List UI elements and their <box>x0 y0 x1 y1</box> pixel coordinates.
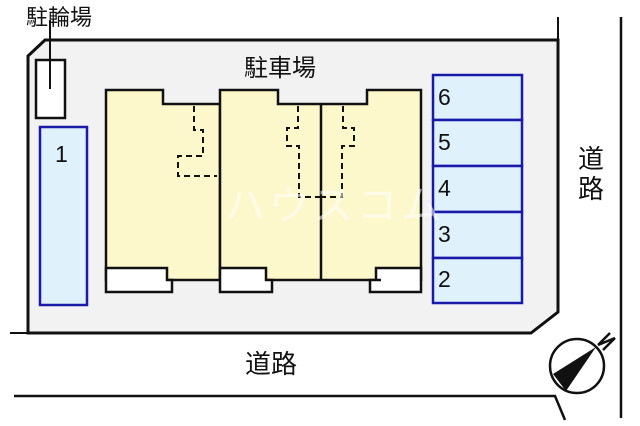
parking-spot-1 <box>38 125 89 307</box>
parking-spots <box>38 73 524 307</box>
parking-spot-6 <box>431 73 524 122</box>
bicycle-parking-label: 駐輪場 <box>26 6 93 31</box>
parking-spot-number: 4 <box>438 175 451 201</box>
north-compass-icon <box>548 332 616 395</box>
parking-spot-number: 1 <box>55 141 68 167</box>
parking-spot-number: 3 <box>438 221 451 247</box>
parking-spot-3 <box>431 210 524 260</box>
parking-spot-4 <box>431 164 524 214</box>
interior-dashed-lines <box>177 106 355 198</box>
road-bottom-label: 道路 <box>245 350 298 380</box>
unit-a <box>104 88 222 282</box>
parking-spot-number: 5 <box>438 129 451 155</box>
stoop-b <box>218 266 274 294</box>
parking-spot-number: 2 <box>438 266 451 292</box>
parking-spot-number: 6 <box>438 84 451 110</box>
watermark: ハウスコム <box>225 183 445 229</box>
stoop-c <box>368 266 423 294</box>
road-right-label: 道路 <box>578 145 605 205</box>
car-parking-label: 駐車場 <box>244 54 316 82</box>
bottom-road-edge <box>14 394 567 421</box>
stoop-a <box>104 266 174 294</box>
parking-spot-5 <box>431 118 524 168</box>
parking-spot-2 <box>431 256 524 305</box>
